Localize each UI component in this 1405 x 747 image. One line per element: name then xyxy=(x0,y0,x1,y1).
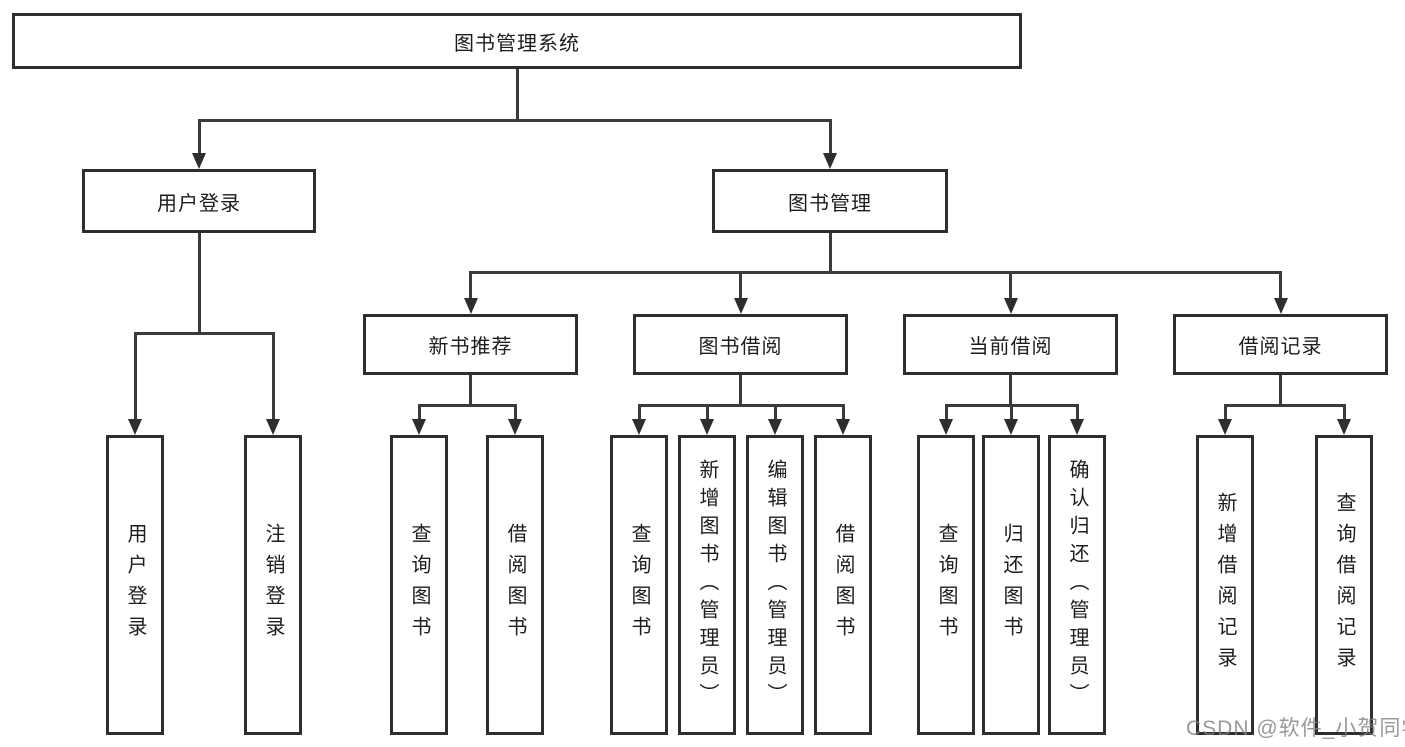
node-book-management: 图书管理 xyxy=(712,169,948,233)
leaf-edit-books-admin-label: 编辑图书（管理员） xyxy=(764,459,786,711)
connector-line xyxy=(198,232,201,334)
leaf-query-books-1: 查询图书 xyxy=(390,435,448,735)
node-new-book-recommendation-label: 新书推荐 xyxy=(428,336,513,358)
connector-line xyxy=(739,271,742,300)
connector-line xyxy=(1279,374,1282,406)
connector-line xyxy=(945,404,948,420)
arrow-down-icon xyxy=(192,153,206,169)
arrow-down-icon xyxy=(700,419,714,435)
leaf-add-borrow-record-label: 新增借阅记录 xyxy=(1214,492,1236,678)
connector-line xyxy=(418,404,421,420)
connector-line xyxy=(1009,271,1012,300)
connector-line xyxy=(198,119,831,122)
connector-line xyxy=(272,332,275,421)
leaf-query-borrow-record-label: 查询借阅记录 xyxy=(1333,492,1355,678)
connector-line xyxy=(1224,404,1345,407)
arrow-down-icon xyxy=(734,298,748,314)
leaf-return-books-label: 归还图书 xyxy=(1000,523,1022,647)
leaf-borrow-books-1: 借阅图书 xyxy=(486,435,544,735)
leaf-query-books-3: 查询图书 xyxy=(917,435,975,735)
node-book-borrowing-label: 图书借阅 xyxy=(698,336,783,358)
node-new-book-recommendation: 新书推荐 xyxy=(363,314,578,375)
leaf-confirm-return-admin-label: 确认归还（管理员） xyxy=(1066,459,1088,711)
arrow-down-icon xyxy=(508,419,522,435)
node-current-borrowing: 当前借阅 xyxy=(903,314,1118,375)
leaf-query-borrow-record: 查询借阅记录 xyxy=(1315,435,1373,735)
connector-line xyxy=(638,404,845,407)
connector-line xyxy=(706,404,709,420)
connector-line xyxy=(842,404,845,420)
arrow-down-icon xyxy=(768,419,782,435)
arrow-down-icon xyxy=(412,419,426,435)
arrow-down-icon xyxy=(1070,419,1084,435)
connector-line xyxy=(1343,404,1346,420)
leaf-borrow-books-2-label: 借阅图书 xyxy=(832,523,854,647)
arrow-down-icon xyxy=(1004,298,1018,314)
connector-line xyxy=(1279,271,1282,300)
leaf-user-login: 用户登录 xyxy=(106,435,164,735)
arrow-down-icon xyxy=(632,419,646,435)
node-borrowing-records-label: 借阅记录 xyxy=(1238,336,1323,358)
connector-line xyxy=(1076,404,1079,420)
leaf-query-books-2: 查询图书 xyxy=(610,435,668,735)
leaf-user-login-label: 用户登录 xyxy=(124,523,146,647)
leaf-edit-books-admin: 编辑图书（管理员） xyxy=(746,435,804,735)
leaf-add-books-admin-label: 新增图书（管理员） xyxy=(696,459,718,711)
node-root: 图书管理系统 xyxy=(12,13,1022,69)
connector-line xyxy=(469,271,1282,274)
arrow-down-icon xyxy=(1004,419,1018,435)
arrow-down-icon xyxy=(1337,419,1351,435)
leaf-logout-label: 注销登录 xyxy=(262,523,284,647)
connector-line xyxy=(1009,374,1012,406)
connector-line xyxy=(829,119,832,156)
connector-line xyxy=(739,374,742,406)
connector-line xyxy=(198,119,201,156)
leaf-borrow-books-2: 借阅图书 xyxy=(814,435,872,735)
leaf-query-books-2-label: 查询图书 xyxy=(628,523,650,647)
leaf-confirm-return-admin: 确认归还（管理员） xyxy=(1048,435,1106,735)
leaf-add-books-admin: 新增图书（管理员） xyxy=(678,435,736,735)
node-book-management-label: 图书管理 xyxy=(788,192,872,215)
connector-line xyxy=(134,332,137,421)
leaf-borrow-books-1-label: 借阅图书 xyxy=(504,523,526,647)
node-user-login-label: 用户登录 xyxy=(157,192,241,215)
arrow-down-icon xyxy=(1274,298,1288,314)
arrow-down-icon xyxy=(128,419,142,435)
leaf-return-books: 归还图书 xyxy=(982,435,1040,735)
connector-line xyxy=(516,68,519,121)
leaf-add-borrow-record: 新增借阅记录 xyxy=(1196,435,1254,735)
node-root-label: 图书管理系统 xyxy=(454,32,580,55)
leaf-query-books-3-label: 查询图书 xyxy=(935,523,957,647)
leaf-logout: 注销登录 xyxy=(244,435,302,735)
leaf-query-books-1-label: 查询图书 xyxy=(408,523,430,647)
connector-line xyxy=(638,404,641,420)
connector-line xyxy=(774,404,777,420)
arrow-down-icon xyxy=(823,153,837,169)
connector-line xyxy=(469,374,472,406)
arrow-down-icon xyxy=(464,298,478,314)
connector-line xyxy=(829,232,832,273)
node-current-borrowing-label: 当前借阅 xyxy=(968,336,1053,358)
connector-line xyxy=(1010,404,1013,420)
connector-line xyxy=(1224,404,1227,420)
csdn-watermark: CSDN @软件_小贺同学 xyxy=(1186,717,1405,740)
node-user-login: 用户登录 xyxy=(82,169,316,233)
connector-line xyxy=(514,404,517,420)
connector-line xyxy=(134,332,275,335)
arrow-down-icon xyxy=(939,419,953,435)
connector-line xyxy=(418,404,517,407)
connector-line xyxy=(469,271,472,300)
arrow-down-icon xyxy=(836,419,850,435)
node-book-borrowing: 图书借阅 xyxy=(633,314,848,375)
arrow-down-icon xyxy=(266,419,280,435)
arrow-down-icon xyxy=(1218,419,1232,435)
node-borrowing-records: 借阅记录 xyxy=(1173,314,1388,375)
